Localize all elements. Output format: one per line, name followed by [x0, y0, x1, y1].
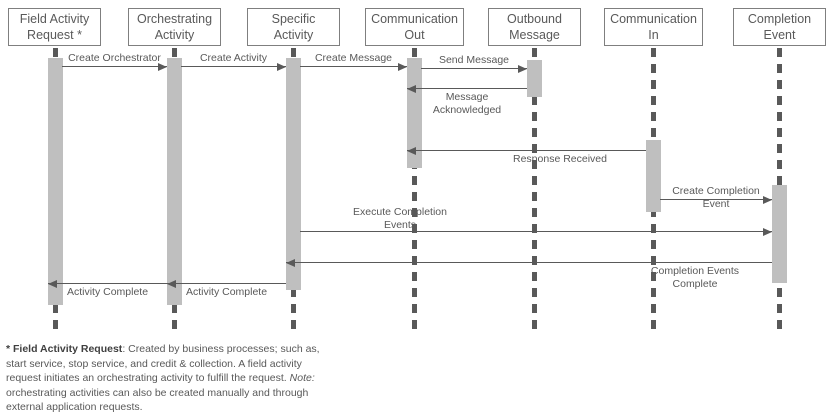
- lifeline-header-line2: Out: [404, 28, 425, 42]
- arrowhead-create-completion-event: [763, 195, 772, 204]
- activation-bar-communication-in: [646, 140, 661, 212]
- footnote-note-label: Note:: [289, 372, 315, 384]
- footnote: * Field Activity Request: Created by bus…: [6, 342, 326, 415]
- message-label-message-acknowledged: Message Acknowledged: [432, 91, 502, 116]
- message-label-activity-complete-2: Activity Complete: [66, 286, 149, 298]
- arrowhead-create-activity: [277, 62, 286, 71]
- arrowhead-activity-complete-2: [48, 279, 57, 288]
- message-line-send-message: [421, 68, 527, 69]
- message-label-response-received: Response Received: [513, 153, 607, 165]
- message-label-send-message: Send Message: [438, 53, 510, 66]
- arrowhead-response-received: [407, 146, 416, 155]
- lifeline-header-line1: Orchestrating: [136, 12, 213, 26]
- lifeline-header-line1: Field Activity: [19, 12, 90, 26]
- arrowhead-completion-events-complete: [286, 258, 295, 267]
- lifeline-header-line2: Message: [509, 28, 560, 42]
- message-line-create-orchestrator: [62, 66, 167, 67]
- lifeline-header-line2: Activity: [154, 28, 195, 42]
- lifeline-header-line2: Request *: [27, 28, 82, 42]
- message-label-activity-complete-1: Activity Complete: [185, 286, 268, 298]
- message-line-activity-complete-2: [48, 283, 167, 284]
- lifeline-communication-out: [412, 48, 417, 332]
- lifeline-header-line1: Communication: [371, 12, 458, 26]
- message-line-message-acknowledged: [407, 88, 527, 89]
- message-line-create-activity: [181, 66, 286, 67]
- message-label-create-message: Create Message: [314, 51, 393, 64]
- footnote-marker-label: * Field Activity Request: [6, 343, 123, 355]
- activation-bar-field-activity-request: [48, 58, 63, 305]
- arrowhead-create-orchestrator: [158, 62, 167, 71]
- message-line-completion-events-complete: [286, 262, 772, 263]
- lifeline-header-line1: Communication: [610, 12, 697, 26]
- message-label-create-completion-event: Create Completion Event: [672, 185, 760, 210]
- activation-bar-orchestrating-activity: [167, 58, 182, 305]
- message-line-create-completion-event: [660, 199, 772, 200]
- lifeline-header-line1: Completion: [747, 12, 812, 26]
- footnote-body: : Created by business processes; such as…: [6, 343, 320, 384]
- arrowhead-execute-completion-events: [763, 227, 772, 236]
- footnote-note-body: orchestrating activities can also be cre…: [6, 386, 309, 414]
- lifeline-header-line1: Outbound: [507, 12, 562, 26]
- message-line-execute-completion-events: [300, 231, 772, 232]
- activation-bar-specific-activity: [286, 58, 301, 290]
- lifeline-header-line2: In: [648, 28, 659, 42]
- lifeline-header-line1: Specific: [271, 12, 316, 26]
- arrowhead-activity-complete-1: [167, 279, 176, 288]
- message-label-execute-completion-events: Execute Completion Events: [353, 206, 447, 231]
- activation-bar-outbound-message: [527, 60, 542, 97]
- lifeline-header-line2: Event: [763, 28, 796, 42]
- arrowhead-send-message: [518, 64, 527, 73]
- message-label-completion-events-complete: Completion Events Complete: [650, 265, 740, 290]
- arrowhead-message-acknowledged: [407, 84, 416, 93]
- message-line-create-message: [300, 66, 407, 67]
- message-label-create-orchestrator: Create Orchestrator: [68, 51, 161, 64]
- message-line-response-received: [407, 150, 646, 151]
- arrowhead-create-message: [398, 62, 407, 71]
- message-line-activity-complete-1: [167, 283, 286, 284]
- lifeline-outbound-message: [532, 48, 537, 332]
- activation-bar-completion-event: [772, 185, 787, 283]
- message-label-create-activity: Create Activity: [199, 51, 268, 64]
- lifeline-header-line2: Activity: [273, 28, 314, 42]
